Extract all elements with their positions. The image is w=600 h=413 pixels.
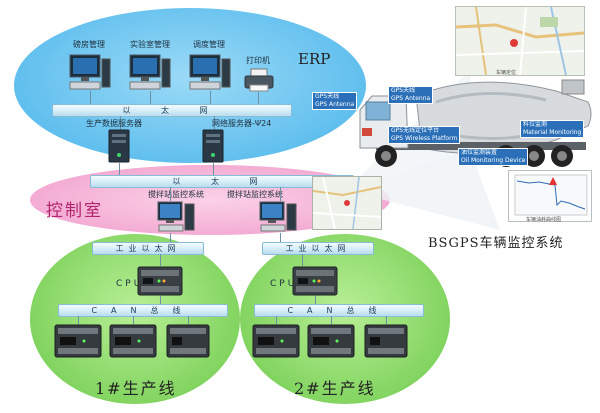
production-line-2-zone (240, 234, 450, 404)
station-label: 搅拌站监控系统 (227, 190, 283, 199)
workstation-computer-icon (68, 53, 112, 91)
plc-module-icon (109, 324, 157, 358)
chart-caption: 车辆油耗曲线图 (526, 217, 562, 223)
callout-cn: GPS无线定位平台 (391, 127, 440, 134)
connector-line (302, 254, 303, 266)
plc-module-icon (166, 324, 210, 358)
plc-module-icon (307, 324, 355, 358)
callout-en: Oil Monitoring Device (461, 157, 526, 164)
connector-line (160, 296, 161, 304)
connector-line (90, 91, 91, 104)
control-room-label: 控制室 (46, 201, 103, 221)
cpu-label: CPU (270, 279, 298, 289)
cpu-label: CPU (116, 279, 144, 289)
connector-line (119, 163, 120, 175)
production-line-1-label: 1#生产线 (95, 379, 177, 398)
gps-callout: GPS天线 GPS Antenna (312, 92, 358, 110)
workstation-label: 实验室管理 (130, 40, 170, 49)
server-label: 生产数据服务器 (86, 119, 142, 128)
callout-en: GPS Wireless Platform (391, 135, 458, 142)
callout-en: Material Monitoring (523, 129, 582, 136)
server-label: 网络服务器-Ψ24 (212, 119, 272, 128)
callout-cn: 料位监测 (523, 121, 548, 128)
connector-line (120, 116, 121, 130)
industrial-ethernet-bus-2: 工业以太网 (262, 242, 374, 255)
map-caption: 车辆定位 (496, 70, 517, 76)
callout-cn: GPS天线 (391, 87, 416, 94)
connector-line (210, 91, 211, 104)
gps-callout: GPS无线定位平台 GPS Wireless Platform (388, 126, 461, 144)
gps-map-small (312, 176, 382, 230)
monitoring-pc-icon (258, 200, 298, 234)
plc-module-icon (54, 324, 102, 358)
connector-line (331, 316, 332, 324)
connector-line (133, 316, 134, 324)
callout-cn: GPS天线 (315, 93, 340, 100)
gps-callout: 油位监测装置 Oil Monitoring Device (458, 148, 529, 166)
gps-callout: 料位监测 Material Monitoring (520, 120, 585, 138)
callout-en: GPS Antenna (391, 95, 431, 102)
connector-line (280, 233, 281, 242)
gps-map-top (455, 6, 585, 76)
control-ethernet-bus: 以 太 网 (90, 175, 354, 188)
plc-cpu-icon (137, 266, 183, 296)
industrial-ethernet-bus-1: 工业以太网 (92, 242, 204, 255)
server-icon (108, 129, 130, 163)
erp-ethernet-bus: 以 太 网 (52, 104, 292, 117)
production-line-2-label: 2#生产线 (294, 379, 376, 398)
server-icon (202, 129, 224, 163)
workstation-computer-icon (188, 53, 232, 91)
plc-cpu-icon (292, 266, 338, 296)
callout-en: GPS Antenna (315, 101, 355, 108)
callout-cn: 油位监测装置 (461, 149, 498, 156)
connector-line (276, 316, 277, 324)
connector-line (188, 316, 189, 324)
can-bus-2: CAN总线 (254, 304, 424, 317)
plc-module-icon (252, 324, 300, 358)
workstation-computer-icon (128, 53, 172, 91)
can-bus-1: CAN总线 (58, 304, 228, 317)
monitoring-pc-icon (156, 200, 196, 234)
production-line-1-zone (30, 234, 240, 404)
gps-system-title: BSGPS车辆监控系统 (428, 236, 564, 251)
connector-line (214, 116, 215, 130)
connector-line (78, 316, 79, 324)
printer-label: 打印机 (246, 56, 270, 65)
plc-module-icon (364, 324, 408, 358)
station-label: 搅拌站监控系统 (148, 190, 204, 199)
connector-line (160, 254, 161, 266)
oil-consumption-chart (508, 170, 592, 222)
connector-line (170, 233, 171, 242)
connector-line (258, 92, 259, 104)
connector-line (386, 316, 387, 324)
connector-line (315, 296, 316, 304)
workstation-label: 调度管理 (193, 40, 225, 49)
connector-line (150, 91, 151, 104)
connector-line (280, 187, 281, 201)
workstation-label: 磅房管理 (73, 40, 105, 49)
connector-line (170, 187, 171, 201)
erp-label: ERP (298, 50, 331, 68)
connector-line (213, 163, 214, 175)
gps-callout: GPS天线 GPS Antenna (388, 86, 434, 104)
printer-icon (244, 68, 274, 92)
